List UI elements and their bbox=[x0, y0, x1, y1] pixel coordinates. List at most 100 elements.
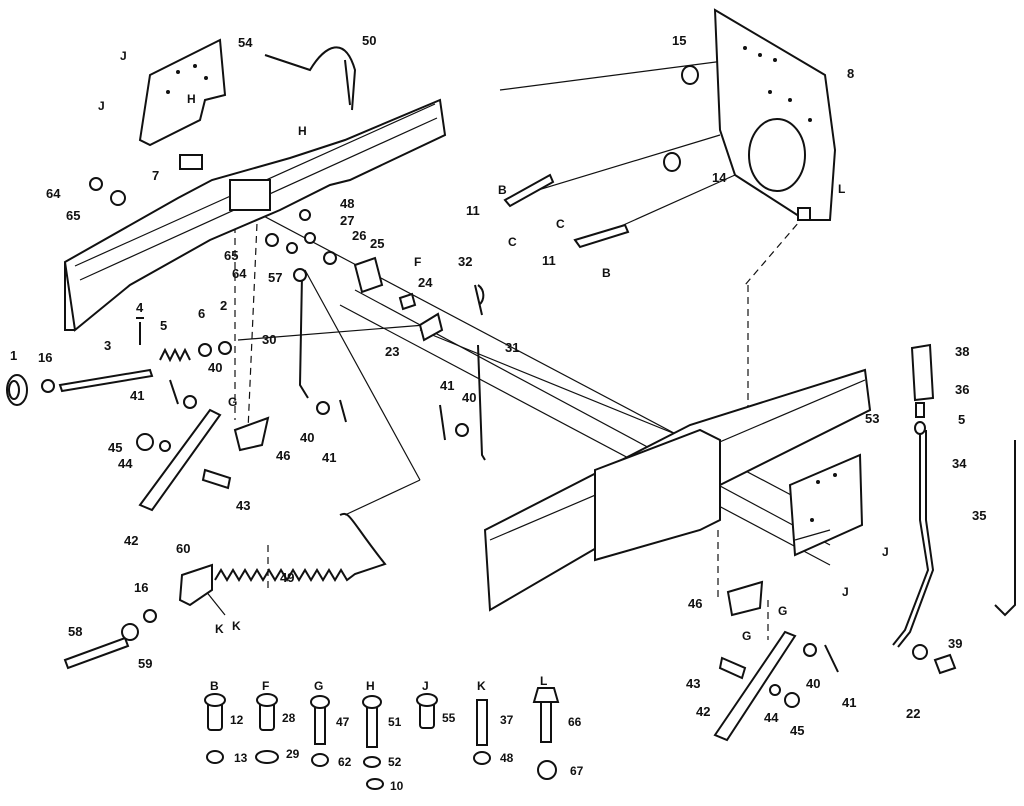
hardware-key bbox=[204, 687, 560, 790]
arm-23 bbox=[418, 312, 444, 342]
cotter-41d bbox=[824, 644, 839, 673]
callout-50: 50 bbox=[362, 33, 376, 48]
callout-43: 43 bbox=[236, 498, 250, 513]
hub-25 bbox=[353, 256, 384, 294]
nut-64a bbox=[286, 242, 298, 254]
callout-64b: 64 bbox=[46, 186, 61, 201]
rod-35 bbox=[994, 440, 1016, 617]
callout-42b: 42 bbox=[696, 704, 710, 719]
callout-38: 38 bbox=[955, 344, 969, 359]
callout-45b: 45 bbox=[790, 723, 804, 738]
callout-57: 57 bbox=[268, 270, 282, 285]
nut-45b bbox=[784, 692, 800, 708]
callout-65: 65 bbox=[224, 248, 238, 263]
ref-k2: K bbox=[232, 619, 241, 633]
cross-shaft bbox=[204, 184, 831, 566]
callout-11b: 11 bbox=[542, 253, 556, 268]
cotter-41a bbox=[169, 379, 179, 405]
spring-5 bbox=[159, 347, 191, 363]
callout-32: 32 bbox=[458, 254, 472, 269]
pin-32 bbox=[474, 284, 485, 316]
callout-25: 25 bbox=[370, 236, 384, 251]
washer-27 bbox=[304, 232, 316, 244]
key-letter-g: G bbox=[314, 679, 323, 693]
ref-g3: G bbox=[742, 629, 751, 643]
washer-16b bbox=[143, 609, 157, 623]
bushing-14 bbox=[663, 152, 681, 172]
spring-clip-50 bbox=[264, 46, 357, 111]
callout-15: 15 bbox=[672, 33, 686, 48]
key-letter-l: L bbox=[540, 674, 547, 688]
callout-58: 58 bbox=[68, 624, 82, 639]
callout-22: 22 bbox=[906, 706, 920, 721]
callout-3: 3 bbox=[104, 338, 111, 353]
callout-40: 40 bbox=[208, 360, 222, 375]
ref-j2: J bbox=[98, 99, 105, 113]
ref-j1: J bbox=[120, 49, 127, 63]
key-nut-g: 62 bbox=[338, 755, 352, 769]
link-42b bbox=[713, 630, 797, 742]
bolt-43b bbox=[718, 656, 747, 680]
ref-k1: K bbox=[215, 622, 224, 636]
callout-14: 14 bbox=[712, 170, 727, 185]
nut-64b bbox=[89, 177, 103, 191]
knob-1 bbox=[6, 374, 28, 406]
callout-59: 59 bbox=[138, 656, 152, 671]
key-letter-b: B bbox=[210, 679, 219, 693]
key-bolt-k: 37 bbox=[500, 713, 514, 727]
spring-49 bbox=[214, 512, 387, 582]
cover-plate-54 bbox=[138, 38, 227, 170]
shaft-3 bbox=[58, 368, 154, 393]
key-bolt-h: 51 bbox=[388, 715, 402, 729]
nut-57 bbox=[293, 268, 307, 282]
key-letter-k: K bbox=[477, 679, 486, 693]
key-nut-f: 29 bbox=[286, 747, 300, 761]
rod-31 bbox=[477, 344, 486, 461]
key-nut-k: 48 bbox=[500, 751, 514, 765]
cotter-41b bbox=[339, 399, 347, 423]
callout-labels: 1 16 3 4 5 6 2 30 23 31 32 24 25 26 27 4… bbox=[10, 33, 986, 738]
callout-23: 23 bbox=[385, 344, 399, 359]
callout-65b: 65 bbox=[66, 208, 80, 223]
callout-54: 54 bbox=[238, 35, 253, 50]
key-letter-h: H bbox=[366, 679, 375, 693]
bracket-11-upper bbox=[503, 173, 555, 208]
cotter-41c bbox=[439, 404, 446, 441]
side-panel-8 bbox=[713, 8, 837, 221]
ref-h1: H bbox=[187, 92, 196, 106]
callout-4: 4 bbox=[136, 300, 144, 315]
bracket-46 bbox=[233, 416, 270, 452]
washer-40b bbox=[316, 401, 330, 415]
callout-26: 26 bbox=[352, 228, 366, 243]
callout-27: 27 bbox=[340, 213, 354, 228]
ref-h2: H bbox=[298, 124, 307, 138]
callout-64: 64 bbox=[232, 266, 247, 281]
callout-41b: 41 bbox=[322, 450, 336, 465]
callout-43b: 43 bbox=[686, 676, 700, 691]
key-bolt-b: 12 bbox=[230, 713, 244, 727]
bracket-60 bbox=[178, 563, 213, 607]
key-nut-l: 67 bbox=[570, 764, 584, 778]
callout-60: 60 bbox=[176, 541, 190, 556]
nut-48a bbox=[299, 209, 311, 221]
mounting-plate-53 bbox=[788, 453, 864, 557]
callout-40b: 40 bbox=[300, 430, 314, 445]
bracket-11-lower bbox=[573, 223, 630, 249]
ref-g2: G bbox=[778, 604, 787, 618]
ref-j4: J bbox=[842, 585, 849, 599]
callout-24: 24 bbox=[418, 275, 433, 290]
bracket-46b bbox=[726, 580, 764, 617]
callout-35: 35 bbox=[972, 508, 986, 523]
left-frame-rail bbox=[63, 98, 447, 332]
callout-41c: 41 bbox=[440, 378, 454, 393]
washer-59 bbox=[121, 623, 139, 641]
ref-c2: C bbox=[556, 217, 565, 231]
washer-40a bbox=[183, 395, 197, 409]
key-extra-h: 10 bbox=[390, 779, 404, 793]
callout-11: 11 bbox=[466, 203, 480, 218]
callout-34: 34 bbox=[952, 456, 967, 471]
callout-1: 1 bbox=[10, 348, 17, 363]
washer-22 bbox=[912, 644, 928, 660]
ref-f: F bbox=[414, 255, 421, 269]
